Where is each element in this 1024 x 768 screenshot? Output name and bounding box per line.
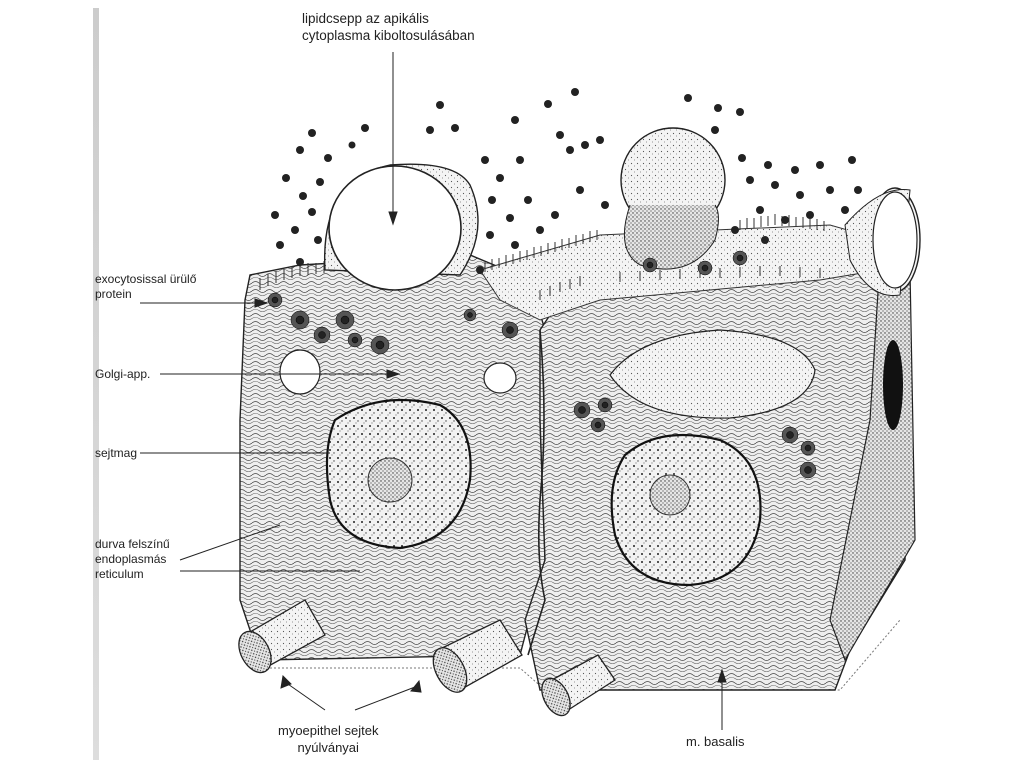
label-rough-er-line2: endoplasmás <box>95 552 167 566</box>
label-lipid-droplet-line1: lipidcsepp az apikális <box>302 11 429 26</box>
label-myoepithelial-line2: nyúlványai <box>297 740 359 755</box>
secreted-granules <box>271 88 862 274</box>
lipid-droplet-left <box>328 165 462 291</box>
vacuole-left-1 <box>279 349 321 395</box>
basal-membrane-line <box>250 619 901 691</box>
label-basal-membrane: m. basalis <box>686 734 745 749</box>
label-myoepithelial: myoepithel sejtek nyúlványai <box>278 722 378 756</box>
label-golgi: Golgi-app. <box>95 367 151 381</box>
page-margin-shadow <box>93 8 99 760</box>
myoepithelial-processes <box>238 599 616 717</box>
microvilli <box>259 214 825 300</box>
leader-lines <box>140 52 727 730</box>
label-lipid-droplet: lipidcsepp az apikális cytoplasma kibolt… <box>302 10 475 44</box>
label-rough-er-line1: durva felszínű <box>95 537 170 551</box>
apical-region-right <box>609 329 816 419</box>
nucleolus-right <box>649 474 691 516</box>
label-rough-er: durva felszínű endoplasmás reticulum <box>95 537 170 582</box>
label-exocytosis-line1: exocytosissal ürülő <box>95 272 197 286</box>
label-rough-er-line3: reticulum <box>95 567 144 581</box>
cell-boundary <box>527 329 546 656</box>
intracellular-granules <box>267 250 817 479</box>
label-exocytosis-line2: protein <box>95 287 132 301</box>
label-exocytosis: exocytosissal ürülő protein <box>95 272 196 302</box>
nucleus-right <box>610 433 762 587</box>
label-nucleus: sejtmag <box>95 446 138 460</box>
nucleolus-left <box>367 457 413 503</box>
side-nucleus-dark <box>883 340 903 430</box>
label-myoepithelial-line1: myoepithel sejtek <box>278 723 379 738</box>
label-lipid-droplet-line2: cytoplasma kiboltosulásában <box>302 28 475 43</box>
vacuole-left-2 <box>483 362 517 394</box>
